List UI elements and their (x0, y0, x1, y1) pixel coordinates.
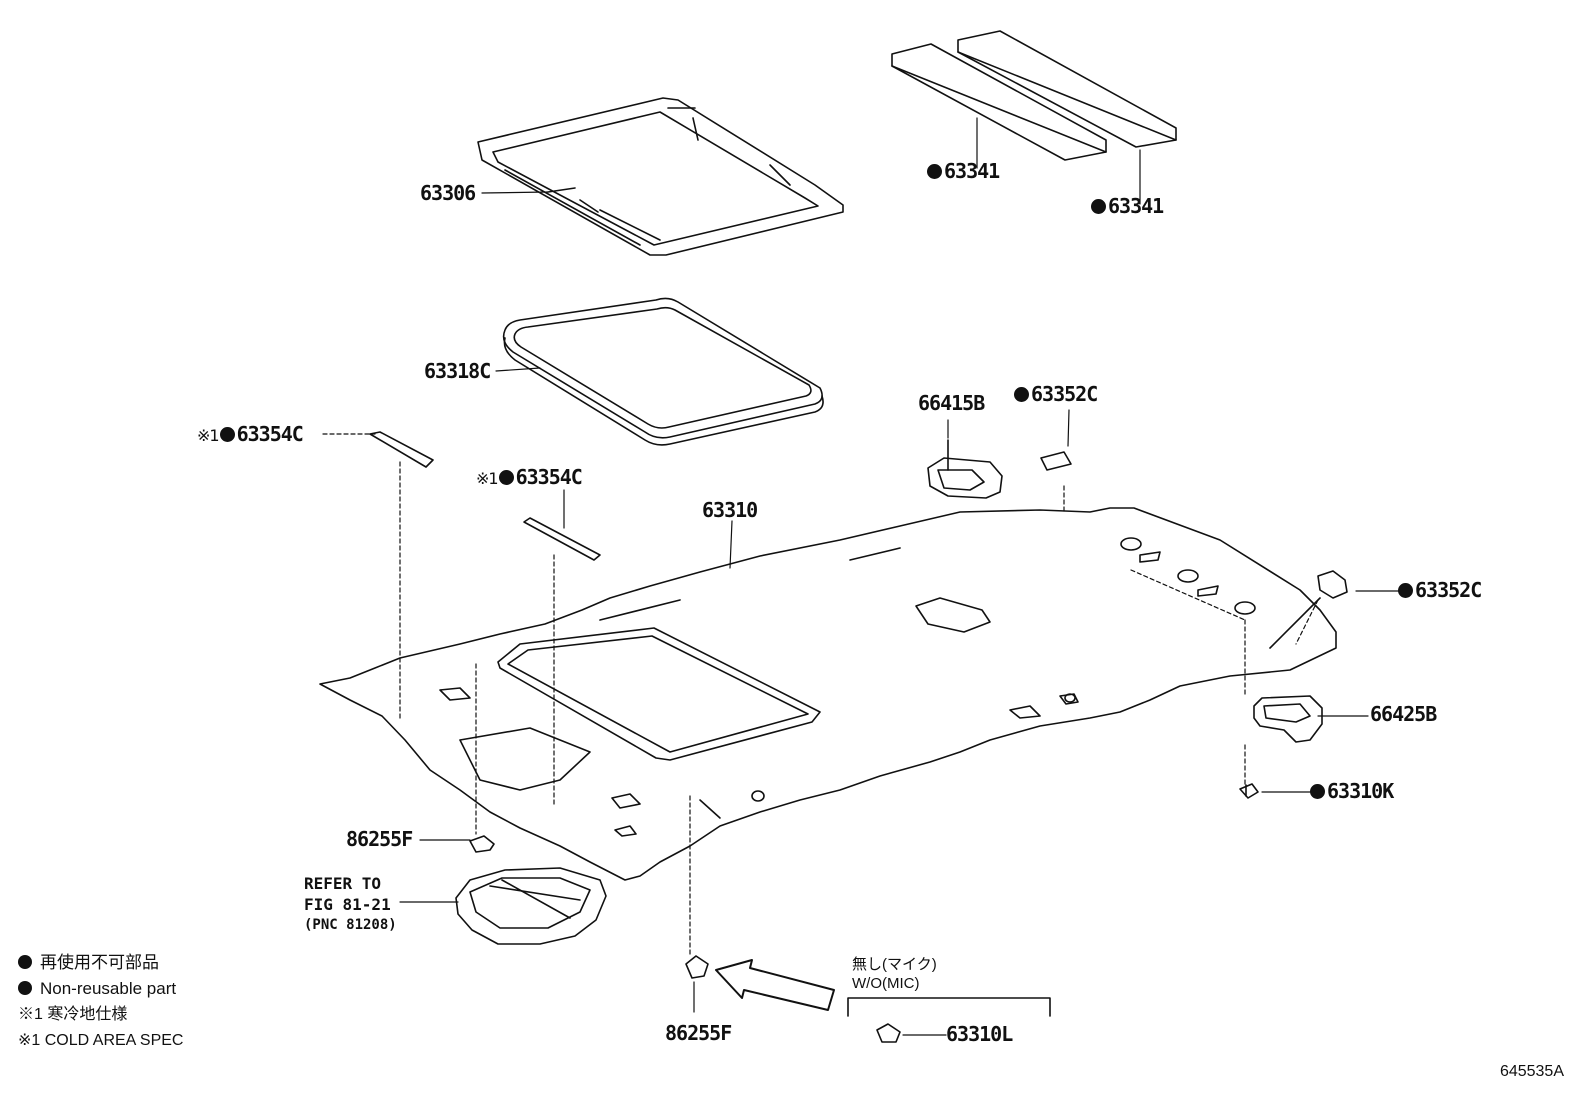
refer-line-3: (PNC 81208) (304, 917, 397, 933)
map-lamp-assembly (455, 867, 607, 945)
label-63354C-left-text: 63354C (236, 422, 304, 446)
label-63310K-text: 63310K (1327, 779, 1394, 803)
legend-nonreusable-en-text: Non-reusable part (40, 979, 177, 998)
label-63341-right-text: 63341 (1108, 194, 1164, 218)
legend-cold-en: ※1 COLD AREA SPEC (18, 1032, 184, 1049)
nonreusable-dot-icon (1091, 199, 1106, 214)
label-86255F-lower: 86255F (665, 1021, 732, 1045)
mic-note-en: W/O(MIC) (852, 975, 920, 992)
pad-part-63352C-right (1317, 570, 1348, 599)
refer-line-1: REFER TO (304, 874, 382, 893)
cold-area-mark: ※1 (197, 426, 220, 445)
mic-note-jp: 無し(マイク) (852, 956, 937, 973)
clip-part-63310L (876, 1023, 901, 1043)
panel-part-63341-right (957, 30, 1177, 148)
label-63354C-left: ※1 63354C (197, 422, 304, 446)
label-63318C: 63318C (424, 359, 491, 383)
label-63352C-right-text: 63352C (1415, 578, 1482, 602)
leader-lines (399, 117, 1403, 1036)
nonreusable-dot-icon (18, 981, 32, 995)
nonreusable-dot-icon (1398, 583, 1413, 598)
direction-arrow (715, 959, 835, 1011)
mic-bracket-line (847, 997, 1051, 1017)
nonreusable-dot-icon (18, 955, 32, 969)
bracket-part-66415B (927, 439, 1003, 499)
sunshade-part-63306 (477, 97, 844, 256)
label-63341-right: 63341 (1091, 194, 1164, 218)
label-86255F-upper: 86255F (346, 827, 413, 851)
label-66415B: 66415B (918, 391, 985, 415)
panel-part-63341-left (891, 43, 1107, 161)
strip-part-63354C-left (369, 431, 434, 468)
strip-part-63354C-mid (523, 517, 601, 561)
clip-part-86255F-upper (469, 835, 495, 853)
clip-part-86255F-lower (685, 955, 709, 979)
nonreusable-dot-icon (1014, 387, 1029, 402)
legend: 再使用不可部品 Non-reusable part ※1 寒冷地仕様 ※1 CO… (18, 950, 183, 1054)
nonreusable-dot-icon (219, 427, 235, 442)
clip-part-63310K (1239, 783, 1259, 799)
nonreusable-dot-icon (1310, 784, 1325, 799)
mic-note: 無し(マイク) W/O(MIC) (852, 955, 937, 993)
refer-note: REFER TO FIG 81-21 (PNC 81208) (304, 873, 397, 936)
legend-nonreusable-jp-text: 再使用不可部品 (40, 953, 159, 972)
headliner-part-63310 (319, 507, 1337, 881)
dashed-leaders (322, 433, 1319, 955)
label-63352C-right: 63352C (1398, 578, 1482, 602)
legend-nonreusable-jp: 再使用不可部品 (18, 950, 183, 976)
label-63306: 63306 (420, 181, 476, 205)
label-66425B: 66425B (1370, 702, 1437, 726)
cold-area-mark: ※1 (476, 469, 499, 488)
figure-code: 645535A (1499, 1063, 1564, 1080)
label-63310K: 63310K (1310, 779, 1394, 803)
seal-part-63318C (502, 297, 824, 446)
label-63354C-mid-text: 63354C (515, 465, 583, 489)
refer-line-2: FIG 81-21 (304, 895, 391, 914)
label-63341-left: 63341 (927, 159, 1000, 183)
label-63310: 63310 (702, 498, 758, 522)
nonreusable-dot-icon (498, 470, 514, 485)
label-63354C-mid: ※1 63354C (476, 465, 583, 489)
label-63352C-top: 63352C (1014, 382, 1098, 406)
nonreusable-dot-icon (927, 164, 942, 179)
label-63341-left-text: 63341 (944, 159, 1000, 183)
legend-cold-jp: ※1 寒冷地仕様 (18, 1006, 128, 1023)
pad-part-63352C-top (1040, 451, 1072, 471)
label-63310L: 63310L (946, 1022, 1013, 1046)
label-63352C-top-text: 63352C (1031, 382, 1098, 406)
legend-nonreusable-en: Non-reusable part (18, 976, 183, 1002)
bracket-part-66425B (1253, 695, 1323, 743)
